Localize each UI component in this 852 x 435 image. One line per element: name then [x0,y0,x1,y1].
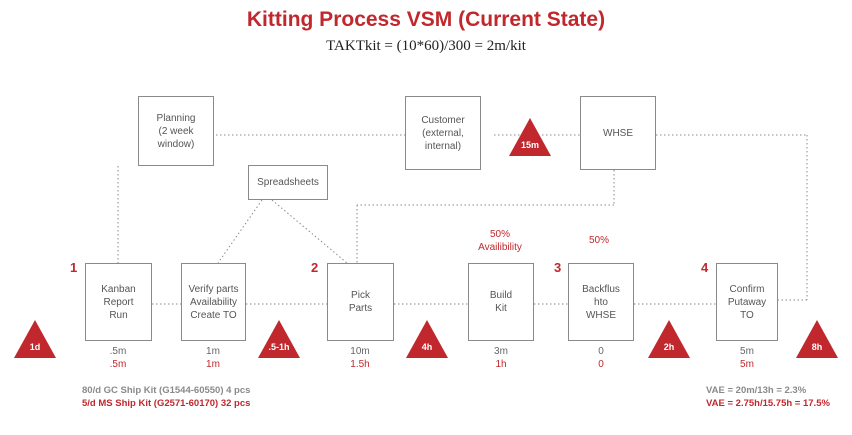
metric-value-time: 5m [740,346,754,357]
build-availability-note: 50% Availibility [478,229,522,253]
whse-box: WHSE [580,96,656,170]
inventory-triangle-2: .5-1h [258,320,300,358]
metric-value-time: .5m [109,346,127,357]
metric-value-time: 3m [494,346,508,357]
backflush-availability-note: 50% [588,235,609,246]
vae-summary-2: VAE = 2.75h/15.75h = 17.5% [706,398,830,409]
step-number-4: 4 [701,260,709,275]
step-number-3: 3 [554,260,562,275]
metric-value-lead: .5m [109,359,127,370]
triangle-icon [509,118,551,156]
metric-value-lead: 1h [495,359,507,370]
triangle-icon [258,320,300,358]
metric-value-lead: 1m [206,359,220,370]
confirm-putaway-box: Confirm Putaway TO [716,263,778,341]
metric-pick: 10m 1.5h [330,345,390,371]
inventory-label: 4h [421,342,433,352]
triangle-icon [648,320,690,358]
step-number-2: 2 [311,260,319,275]
inventory-label: .5-1h [268,342,290,352]
planning-box: Planning (2 week window) [138,96,214,166]
metric-kanban: .5m .5m [88,345,148,371]
inventory-triangle-1: 1d [14,320,56,358]
takt-time-formula: TAKTkit = (10*60)/300 = 2m/kit [326,38,526,54]
ms-ship-kit-text: 5/d MS Ship Kit (G2571-60170) 32 pcs [82,398,251,409]
inventory-label: 1d [29,342,41,352]
inventory-triangle-5: 8h [796,320,838,358]
gc-ship-kit-text: 80/d GC Ship Kit (G1544-60550) 4 pcs [82,385,251,396]
backflush-box: Backflus hto WHSE [568,263,634,341]
metric-value-lead: 1.5h [350,359,370,370]
inventory-triangle-3: 4h [406,320,448,358]
verify-parts-box: Verify parts Availability Create TO [181,263,246,341]
customer-box: Customer (external, internal) [405,96,481,170]
metric-build: 3m 1h [471,345,531,371]
page-title: Kitting Process VSM (Current State) [246,8,606,31]
inventory-triangle-4: 2h [648,320,690,358]
inventory-triangle-customer: 15m [509,118,551,156]
metric-value-lead: 5m [740,359,754,370]
metric-backflush: 0 0 [571,345,631,371]
metric-confirm: 5m 5m [717,345,777,371]
kanban-report-run-box: Kanban Report Run [85,263,152,341]
metric-value-lead: 0 [598,359,604,370]
build-kit-box: Build Kit [468,263,534,341]
vae-summary-1: VAE = 20m/13h = 2.3% [706,385,807,396]
spreadsheets-box: Spreadsheets [248,165,328,200]
triangle-icon [14,320,56,358]
metric-value-time: 1m [206,346,220,357]
metric-value-time: 0 [598,346,604,357]
inventory-label: 2h [663,342,675,352]
metric-value-time: 10m [350,346,370,357]
metric-verify: 1m 1m [183,345,243,371]
inventory-label: 8h [811,342,823,352]
pick-parts-box: Pick Parts [327,263,394,341]
triangle-icon [796,320,838,358]
inventory-label: 15m [520,140,539,150]
step-number-1: 1 [70,260,78,275]
triangle-icon [406,320,448,358]
